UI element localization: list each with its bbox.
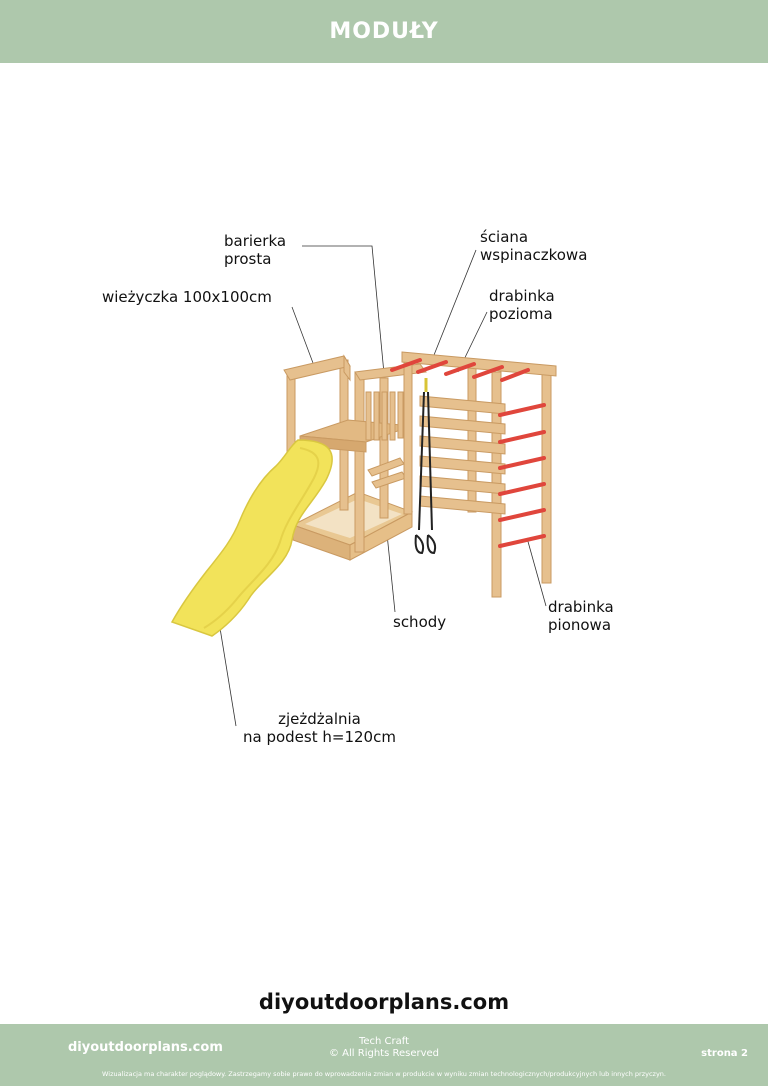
footer-disclaimer: Wizualizacja ma charakter poglądowy. Zas…: [102, 1070, 666, 1078]
footer-bar: diyoutdoorplans.com Tech Craft © All Rig…: [0, 1024, 768, 1086]
label-drabinka-pozioma: drabinka pozioma: [489, 287, 555, 323]
label-line: zjeżdżalnia: [278, 710, 361, 728]
label-schody: schody: [393, 613, 447, 631]
page-title: MODUŁY: [329, 19, 439, 44]
footer-brand: Tech Craft: [358, 1036, 410, 1047]
label-line: prosta: [224, 250, 272, 268]
label-line: barierka: [224, 232, 287, 250]
label-line: drabinka: [548, 598, 614, 616]
gym-straps: [414, 391, 437, 555]
website-title: diyoutdoorplans.com: [258, 990, 510, 1014]
label-line: pozioma: [489, 305, 553, 323]
label-line: drabinka: [489, 287, 555, 305]
footer-copyright: Tech Craft © All Rights Reserved: [0, 1036, 768, 1060]
label-sciana-wspinaczkowa: ściana wspinaczkowa: [480, 228, 587, 264]
ladder-rungs: [390, 358, 546, 548]
tower: [283, 354, 427, 553]
label-line: ściana: [480, 228, 529, 246]
footer-rights: © All Rights Reserved: [328, 1048, 440, 1059]
label-line: pionowa: [548, 616, 612, 634]
label-zjezdzalnia: zjeżdżalnia na podest h=120cm: [243, 710, 396, 746]
page-number: strona 2: [701, 1048, 748, 1059]
label-barierka-prosta: barierka prosta: [224, 232, 286, 268]
footer-site-link[interactable]: diyoutdoorplans.com: [68, 1040, 223, 1055]
label-drabinka-pionowa: drabinka pionowa: [548, 598, 614, 634]
label-wiezyczka: wieżyczka 100x100cm: [102, 288, 272, 306]
header-bar: MODUŁY: [0, 0, 768, 63]
label-line: wspinaczkowa: [480, 246, 588, 264]
label-line: na podest h=120cm: [243, 728, 396, 746]
climbing-wall: [401, 351, 557, 598]
slide: [170, 439, 333, 637]
